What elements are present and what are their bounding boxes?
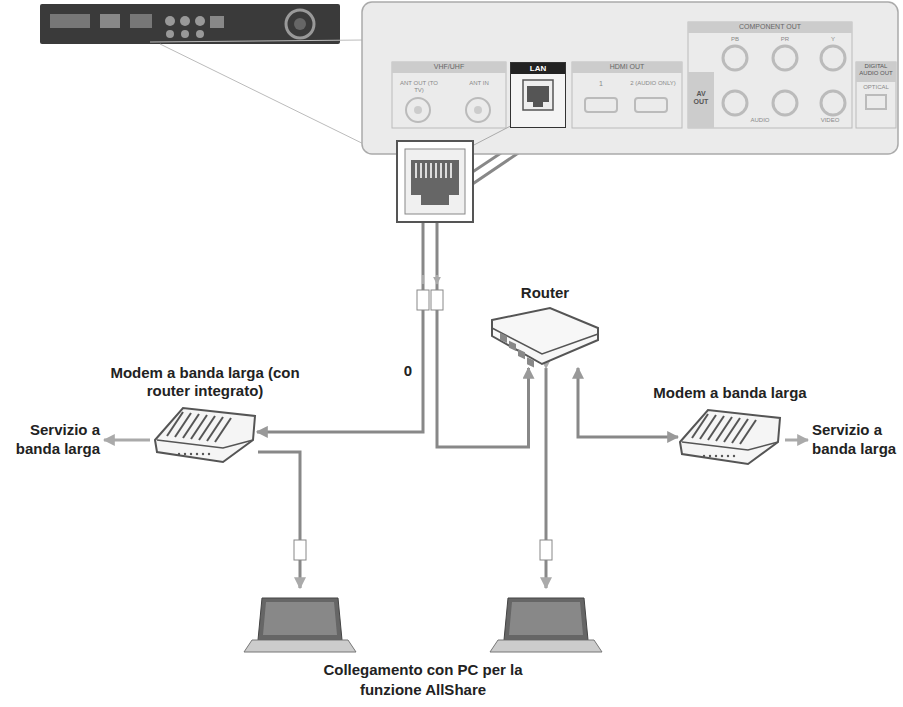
vhf-section xyxy=(392,62,506,128)
panel-label: HDMI OUT xyxy=(572,63,682,71)
caption-label: Servizio a banda larga xyxy=(6,420,100,458)
caption-label: Collegamento con PC per la funzione AllS… xyxy=(318,660,528,700)
panel-label: ANT IN xyxy=(456,80,502,87)
hdmi-section xyxy=(572,62,682,128)
modem-shape xyxy=(153,404,257,466)
router-shape xyxy=(490,306,600,368)
device-label: Modem a banda larga xyxy=(625,384,835,402)
lan-port xyxy=(521,78,555,112)
component-section xyxy=(688,22,852,128)
port-section: LAN xyxy=(510,62,566,128)
panel-label: DIGITAL AUDIO OUT xyxy=(856,63,896,77)
zoom-line xyxy=(150,40,364,42)
player-rear xyxy=(40,4,340,44)
lan-port-zoom xyxy=(397,141,473,222)
panel-label: AUDIO xyxy=(737,117,783,124)
network-cable xyxy=(578,368,678,437)
digital-section xyxy=(856,62,896,128)
panel-label: Y xyxy=(820,36,846,43)
pc-cable xyxy=(258,452,300,588)
zoom-line xyxy=(160,44,380,152)
section-label: LAN xyxy=(511,63,565,74)
device-label: Router xyxy=(480,284,610,302)
panel-label: ANT OUT (TO TV) xyxy=(396,80,442,94)
panel-label: VHF/UHF xyxy=(392,63,506,71)
laptop xyxy=(244,598,356,652)
service-arrow xyxy=(785,439,808,442)
panel-label: PR xyxy=(772,36,798,43)
laptop xyxy=(490,598,602,652)
service-arrow xyxy=(104,439,150,442)
caption-label: 0 xyxy=(400,362,416,380)
device-label: Modem a banda larga (con router integrat… xyxy=(105,364,305,400)
panel-label: COMPONENT OUT xyxy=(688,23,852,31)
panel-label: VIDEO xyxy=(810,117,850,124)
caption-label: Servizio a banda larga xyxy=(812,420,900,458)
panel-label: OPTICAL xyxy=(856,84,896,91)
modem-device: Modem a banda larga (con router integrat… xyxy=(105,364,305,466)
rear-panel xyxy=(362,2,898,154)
panel-label: 1 xyxy=(580,80,622,88)
panel-label: AV OUT xyxy=(689,90,713,106)
panel-label: 2 (AUDIO ONLY) xyxy=(626,80,680,87)
modem-shape xyxy=(678,406,782,468)
router-device: Router xyxy=(480,284,610,368)
panel-label: PB xyxy=(722,36,748,43)
modem-device: Modem a banda larga xyxy=(625,384,835,468)
